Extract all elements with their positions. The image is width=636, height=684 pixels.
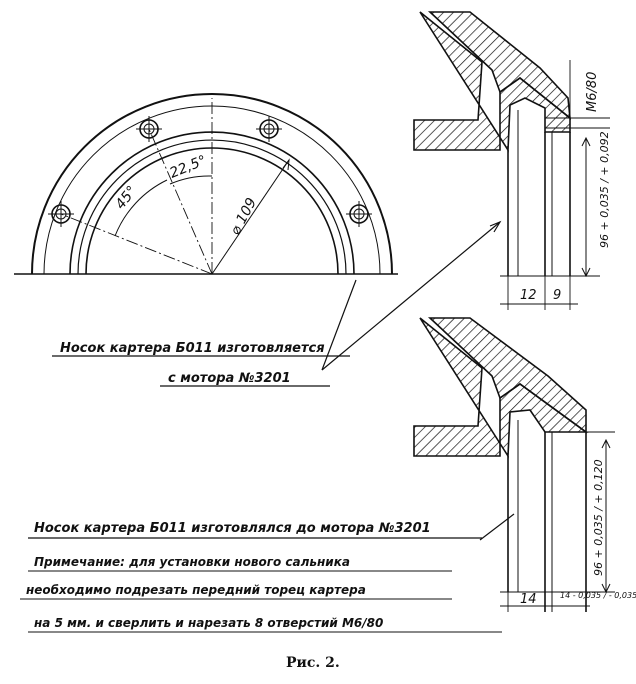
upper-note-line-1: Носок картера Б011 изготовляется: [60, 341, 325, 356]
dimension-12-label: 12: [520, 288, 537, 303]
remark-line-2: необходимо подрезать передний торец карт…: [26, 583, 366, 597]
dimension-14-tolerance-label: 14 - 0,035 / - 0,035: [560, 591, 636, 600]
upper-note-leader: [321, 221, 501, 371]
diameter-109-label: ⌀ 109: [227, 195, 260, 238]
bolt-hole-upper-right: [256, 116, 282, 142]
angle-22-5-label: 22,5°: [168, 153, 209, 182]
dimension-9-label: 9: [553, 288, 561, 303]
bolt-hole-right: [346, 201, 372, 227]
angle-45-label: 45°: [113, 183, 141, 212]
remark-line-3: на 5 мм. и сверлить и нарезать 8 отверст…: [34, 616, 383, 630]
top-fit-dimension-label: 96 + 0,035 / + 0,092: [598, 131, 611, 248]
lower-note: Носок картера Б011 изготовлялся до мотор…: [34, 521, 431, 536]
lower-note-leader: [479, 513, 515, 541]
flange-front-view: [14, 93, 398, 275]
dimension-14-label: 14: [520, 592, 537, 607]
bolt-hole-upper-left: [136, 116, 162, 142]
upper-note-line-2: с мотора №3201: [168, 371, 291, 386]
bottom-fit-dimension-label: 96 + 0,035 / + 0,120: [592, 459, 605, 576]
upper-cross-section: [413, 11, 610, 310]
lower-cross-section: [413, 317, 615, 612]
remark-line-1: Примечание: для установки нового сальник…: [34, 555, 350, 569]
figure-caption: Рис. 2.: [286, 655, 340, 671]
thread-m6-80-label: M6/80: [585, 72, 600, 112]
